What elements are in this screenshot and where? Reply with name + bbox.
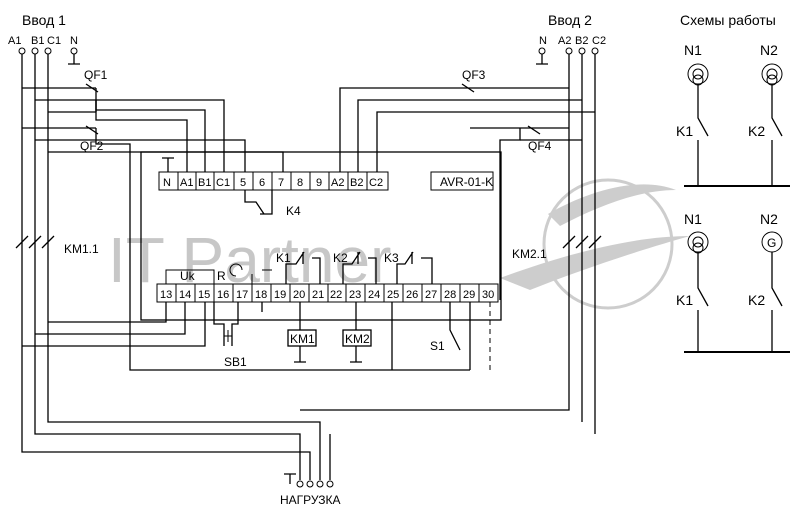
km2-coil — [342, 329, 372, 347]
top-terminal-a2: A2 — [331, 177, 344, 189]
input-2: Ввод 2 N A2 B2 C2 QF3 QF4 KM2.1 — [300, 12, 606, 434]
input-1: Ввод 1 A1 B1 C1 N QF1 QF2 KM1.1 — [8, 12, 321, 480]
bottom-terminal-29: 29 — [463, 289, 475, 301]
watermark-logo-swoosh-top — [548, 184, 676, 226]
qf1-label: QF1 — [84, 68, 108, 82]
ground-internal — [251, 269, 272, 284]
bottom-terminal-16: 16 — [217, 289, 229, 301]
bottom-terminal-24: 24 — [368, 289, 380, 301]
top-terminal-7: 7 — [278, 177, 284, 189]
scheme1-n1-label: N1 — [684, 42, 702, 58]
scheme2-k1-label: K1 — [676, 292, 693, 308]
bottom-terminal-26: 26 — [406, 289, 418, 301]
km1-coil — [287, 329, 317, 347]
phase-label-n1: N — [70, 35, 78, 47]
phase-label-c1: C1 — [47, 35, 61, 47]
bottom-terminal-17: 17 — [236, 289, 248, 301]
s1-label: S1 — [430, 339, 445, 353]
scheme2-n2-generator-icon: G — [761, 231, 783, 253]
bottom-terminal-19: 19 — [274, 289, 286, 301]
top-terminal-b2: B2 — [350, 177, 363, 189]
bottom-terminal-14: 14 — [179, 289, 191, 301]
reset-symbol — [229, 263, 243, 277]
bottom-terminal-21: 21 — [312, 289, 324, 301]
top-terminal-9: 9 — [316, 177, 322, 189]
top-terminal-8: 8 — [297, 177, 303, 189]
km1-coil-label: KM1 — [290, 332, 315, 346]
k2-contact-label: K2 — [333, 251, 348, 265]
scheme2-n1-label: N1 — [684, 211, 702, 227]
top-terminal-c2: C2 — [369, 177, 383, 189]
relay-body — [140, 151, 502, 321]
bottom-terminal-28: 28 — [444, 289, 456, 301]
control-wiring: SB1 KM1 KM2 S1 — [22, 302, 491, 370]
top-terminal-b1: B1 — [198, 177, 211, 189]
bottom-terminal-23: 23 — [349, 289, 361, 301]
relay-avr-01-k: AVR-01-K N A1 B1 C1 5 6 7 8 9 A2 B2 C2 K… — [140, 151, 502, 321]
k3-contact-label: K3 — [384, 251, 399, 265]
relay-model-label: AVR-01-K — [440, 175, 493, 189]
relay-top-terminal-strip — [158, 171, 389, 191]
qf3-label: QF3 — [462, 68, 486, 82]
relay-bottom-terminals: 13 14 15 16 17 18 19 20 21 22 23 24 25 2… — [160, 284, 494, 302]
bottom-terminal-27: 27 — [425, 289, 437, 301]
bottom-terminal-25: 25 — [387, 289, 399, 301]
phase-label-b1: B1 — [31, 35, 44, 47]
r-label: R — [217, 269, 226, 283]
input-1-title: Ввод 1 — [22, 12, 66, 28]
schemes-title: Схемы работы — [680, 12, 776, 28]
top-terminal-n: N — [163, 177, 171, 189]
input-2-title: Ввод 2 — [548, 12, 592, 28]
watermark-text: IT Partner — [108, 224, 391, 296]
scheme2-k2-label: K2 — [748, 292, 765, 308]
phase-label-c2: C2 — [592, 35, 606, 47]
phase-label-a1: A1 — [8, 35, 21, 47]
scheme2-n1-transformer-icon — [687, 231, 709, 254]
load-label: НАГРУЗКА — [280, 493, 341, 507]
bottom-terminal-30: 30 — [482, 289, 494, 301]
qf2-label: QF2 — [80, 139, 104, 153]
k1-contact-label: K1 — [276, 251, 291, 265]
uk-label: Uk — [180, 269, 196, 283]
phase-label-b2: B2 — [575, 35, 588, 47]
bottom-terminal-15: 15 — [198, 289, 210, 301]
bottom-terminal-13: 13 — [160, 289, 172, 301]
km2-coil-label: KM2 — [345, 332, 370, 346]
operating-schemes: Схемы работы N1 N2 K1 K2 N1 N2 G K1 K2 — [676, 12, 790, 353]
sb1-label: SB1 — [224, 355, 247, 369]
top-terminal-6: 6 — [259, 177, 265, 189]
scheme2-n2-label: N2 — [760, 211, 778, 227]
scheme1-k2-label: K2 — [748, 123, 765, 139]
km11-label: KM1.1 — [64, 242, 99, 256]
scheme1-n2-label: N2 — [760, 42, 778, 58]
km21-label: KM2.1 — [512, 247, 547, 261]
scheme1-n2-transformer-icon — [761, 63, 783, 86]
bottom-terminal-18: 18 — [255, 289, 267, 301]
top-terminal-c1: C1 — [216, 177, 230, 189]
watermark-logo-ring — [542, 178, 674, 310]
k4-label: K4 — [286, 204, 301, 218]
top-terminal-a1: A1 — [180, 177, 193, 189]
scheme1-n1-transformer-icon — [687, 63, 709, 86]
top-terminal-5: 5 — [240, 177, 246, 189]
generator-symbol: G — [767, 236, 776, 250]
load: НАГРУЗКА — [280, 434, 341, 507]
bottom-terminal-20: 20 — [293, 289, 305, 301]
scheme1-k1-label: K1 — [676, 123, 693, 139]
relay-top-terminals: N A1 B1 C1 5 6 7 8 9 A2 B2 C2 — [163, 172, 383, 190]
relay-model-box — [430, 171, 494, 191]
bottom-terminal-22: 22 — [330, 289, 342, 301]
phase-label-n2: N — [539, 35, 547, 47]
phase-label-a2: A2 — [558, 35, 571, 47]
qf4-label: QF4 — [528, 139, 552, 153]
